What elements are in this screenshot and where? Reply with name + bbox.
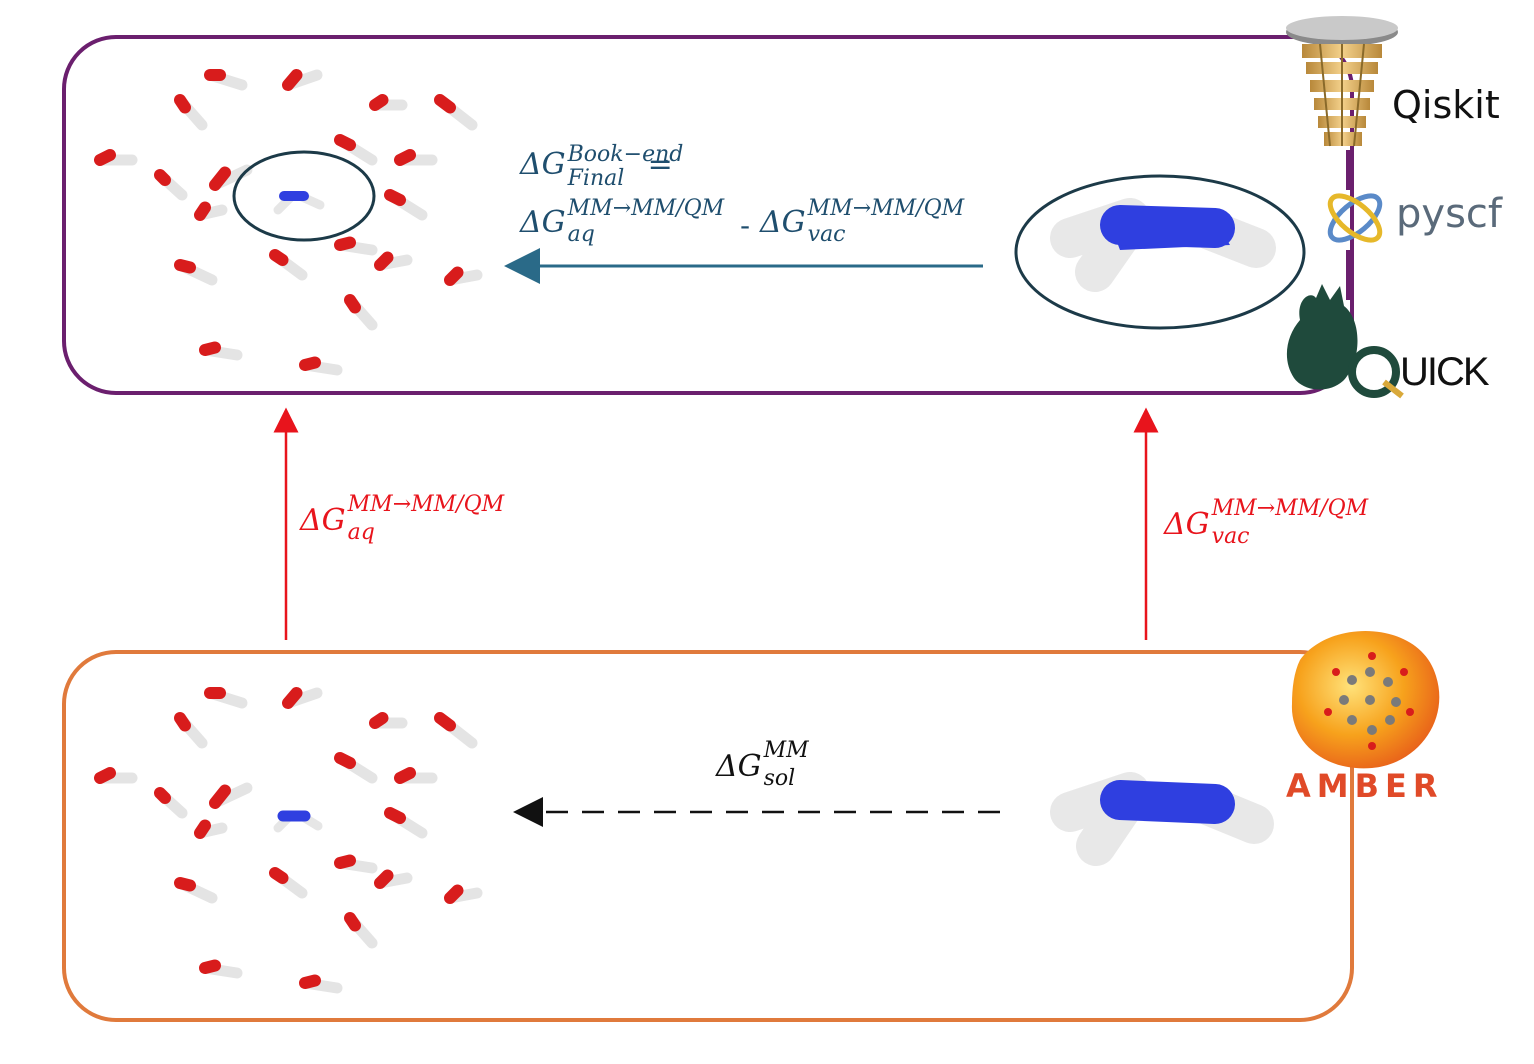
amber-logo-text: AMBER [1286, 767, 1444, 805]
water-oxygen [174, 877, 196, 892]
ammonia-large-bottom [1050, 772, 1274, 866]
water-oxygen [344, 912, 361, 932]
amber-molecule-icon [1291, 630, 1440, 769]
vac-term-label: ΔG MM→MM/QM vac [760, 196, 965, 247]
qm-region-ellipse-aq [232, 150, 376, 242]
water-oxygen [374, 251, 394, 271]
water-oxygen [394, 149, 416, 166]
water-oxygen [174, 712, 191, 732]
water-oxygen [434, 94, 456, 114]
water-oxygen [374, 869, 394, 889]
water-oxygen [344, 294, 361, 314]
pyscf-ring-icon [1327, 193, 1383, 243]
water-oxygen [394, 767, 416, 784]
qiskit-chandelier-icon [1286, 16, 1398, 190]
quick-logo-text: UICK [1400, 350, 1490, 394]
pyscf-logo-text: pyscf [1396, 191, 1502, 237]
water-oxygen [369, 94, 389, 111]
solvation-mm-label: ΔG MM sol [716, 738, 809, 791]
water-oxygen [269, 867, 289, 884]
ammonia-small-top [273, 191, 325, 215]
ammonia-large-top [1050, 198, 1276, 292]
qm-region-ellipse-vac [1014, 174, 1306, 330]
water-oxygen [444, 266, 464, 286]
aq-term-label: ΔG MM→MM/QM aq [520, 196, 725, 247]
water-oxygen [334, 752, 356, 769]
water-oxygen [199, 341, 221, 356]
vac-transform-label: ΔG MM→MM/QM vac [1164, 496, 1369, 549]
water-oxygen [209, 784, 231, 809]
water-oxygen [444, 884, 464, 904]
water-oxygen [334, 134, 356, 151]
quick-cat-icon [1286, 284, 1404, 399]
water-oxygen [194, 201, 211, 221]
water-oxygen [94, 767, 116, 784]
water-oxygen [194, 819, 211, 839]
water-oxygen [269, 249, 289, 266]
water-oxygen [154, 787, 171, 804]
bookend-final-label: ΔG Book−end Final = [520, 142, 684, 191]
water-oxygen [299, 974, 321, 989]
water-oxygen [434, 712, 456, 732]
water-oxygen [154, 169, 171, 186]
ammonia-small-bottom [273, 810, 323, 833]
mm-box [62, 650, 1354, 1022]
minus-sign: - [740, 209, 751, 242]
water-oxygen [384, 807, 406, 824]
water-oxygen [384, 189, 406, 206]
water-cluster-aq-qm [94, 69, 483, 376]
qiskit-logo-text: Qiskit [1392, 83, 1500, 127]
water-oxygen [282, 687, 303, 709]
aq-transform-label: ΔG MM→MM/QM aq [300, 492, 505, 545]
water-oxygen [174, 259, 196, 274]
water-oxygen [209, 166, 231, 191]
qm-mm-box [62, 35, 1354, 395]
water-oxygen [282, 69, 303, 91]
water-oxygen [334, 854, 356, 869]
water-oxygen [94, 149, 116, 166]
water-oxygen [174, 94, 191, 114]
water-cluster-aq-mm [94, 687, 483, 994]
water-oxygen [299, 356, 321, 371]
water-oxygen [334, 236, 356, 251]
water-oxygen [199, 959, 221, 974]
water-oxygen [369, 712, 389, 729]
